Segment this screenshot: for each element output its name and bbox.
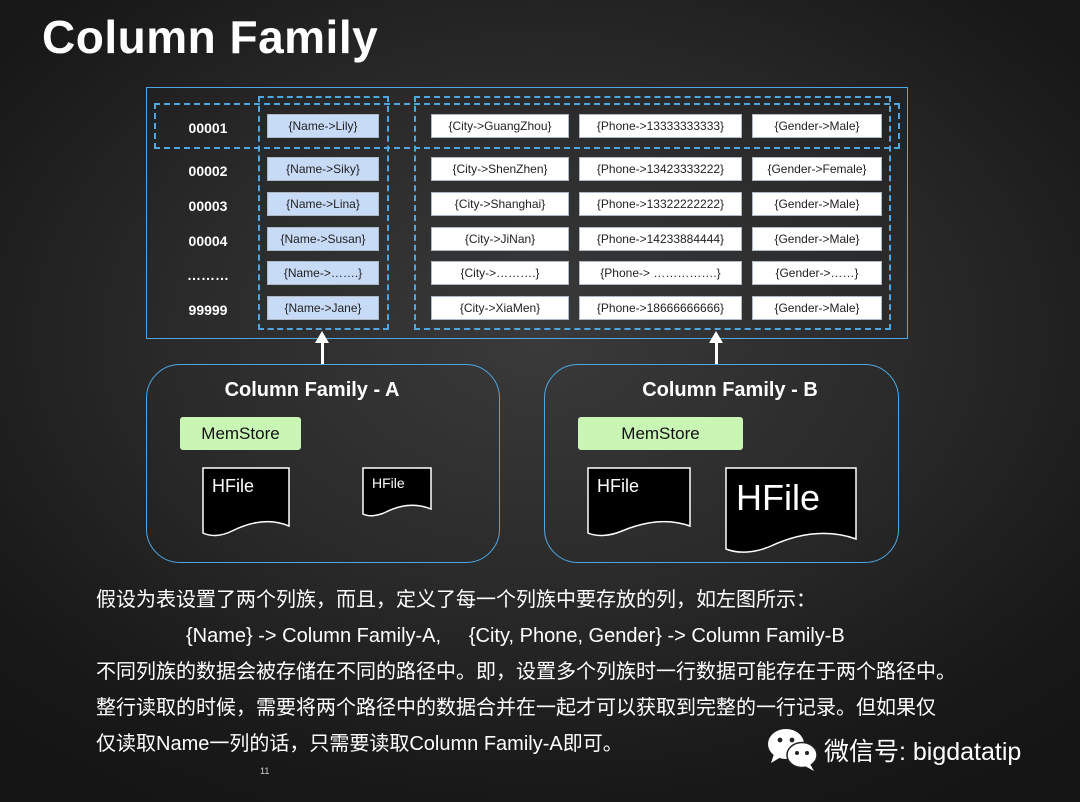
description: 假设为表设置了两个列族，而且，定义了每一个列族中要存放的列，如左图所示： {Na… [96,582,1016,762]
phone-cell: {Phone->13322222222} [579,192,742,216]
column-family-b-title: Column Family - B [642,379,818,401]
cbg-columns-dashed-group [414,96,891,330]
description-line: {Name} -> Column Family-A, {City, Phone,… [186,625,845,647]
city-cell: {City->ShenZhen} [431,157,569,181]
phone-cell: {Phone->13333333333} [579,114,742,138]
description-line: 仅读取Name一列的话，只需要读取Column Family-A即可。 [96,733,623,755]
document-icon [725,467,857,553]
gender-cell: {Gender->Male} [752,192,882,216]
memstore-a: MemStore [180,417,301,450]
row-key: 99999 [188,302,228,318]
hfile-label: HFile [736,477,821,518]
page-number: 11 [260,766,270,776]
name-cell: {Name->…….} [267,261,379,285]
description-line: 整行读取的时候，需要将两个路径中的数据合并在一起才可以获取到完整的一行记录。但如… [96,697,936,719]
gender-cell: {Gender->……} [752,261,882,285]
city-cell: {City->JiNan} [431,227,569,251]
gender-cell: {Gender->Male} [752,296,882,320]
hfile-label: HFile [372,475,405,491]
name-cell: {Name->Lily} [267,114,379,138]
watermark-text: 微信号: bigdatatip [824,738,1022,766]
arrow-up-icon [709,331,723,343]
name-cell: {Name->Lina} [267,192,379,216]
arrow-shaft [715,342,718,365]
city-cell: {City->XiaMen} [431,296,569,320]
column-family-a-title: Column Family - A [224,379,400,401]
hfile-b1: HFile [587,467,691,538]
hfile-a1: HFile [202,467,290,538]
phone-cell: {Phone-> …………….} [579,261,742,285]
phone-cell: {Phone->18666666666} [579,296,742,320]
row-key: 00002 [188,163,228,179]
description-line: 不同列族的数据会被存储在不同的路径中。即，设置多个列族时一行数据可能存在于两个路… [96,661,956,683]
document-icon [362,467,432,517]
gender-cell: {Gender->Male} [752,227,882,251]
arrow-up-icon [315,331,329,343]
memstore-b: MemStore [578,417,743,450]
document-icon [202,467,290,537]
table-frame [146,87,908,339]
gender-cell: {Gender->Female} [752,157,882,181]
column-family-a-box [146,364,500,563]
column-family-b-box [544,364,899,563]
row-key: 00001 [188,120,228,136]
name-column-dashed-group [258,96,389,330]
hfile-a2: HFile [362,467,432,518]
phone-cell: {Phone->14233884444} [579,227,742,251]
slide-title: Column Family [42,11,379,63]
name-cell: {Name->Susan} [267,227,379,251]
row-key: ……… [187,267,229,283]
row-key: 00003 [188,198,228,214]
hfile-label: HFile [597,476,640,496]
hfile-b2: HFile [725,467,857,554]
description-line: 假设为表设置了两个列族，而且，定义了每一个列族中要存放的列，如左图所示： [96,589,816,611]
city-cell: {City->GuangZhou} [431,114,569,138]
gender-cell: {Gender->Male} [752,114,882,138]
document-icon [587,467,691,537]
city-cell: {City->……….} [431,261,569,285]
wechat-icon [766,726,820,777]
city-cell: {City->Shanghai} [431,192,569,216]
arrow-shaft [321,342,324,365]
row-key: 00004 [188,233,228,249]
name-cell: {Name->Siky} [267,157,379,181]
phone-cell: {Phone->13423333222} [579,157,742,181]
name-cell: {Name->Jane} [267,296,379,320]
row-00001-dashed-group [154,103,900,149]
hfile-label: HFile [212,476,255,496]
